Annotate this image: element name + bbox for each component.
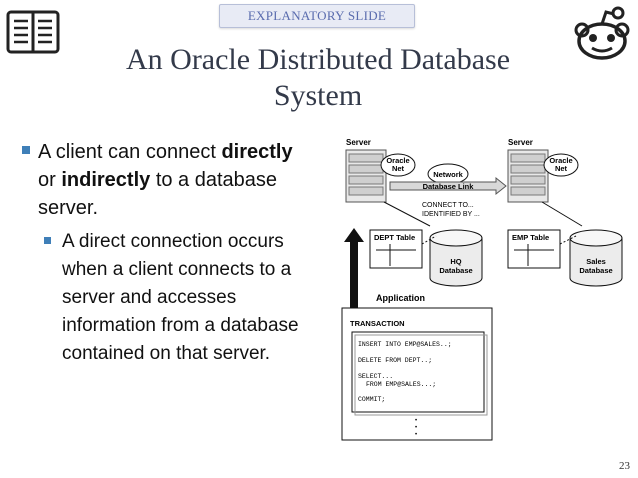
oracle-net-right-line2: Net <box>555 164 568 173</box>
sql-delete: DELETE FROM DEPT..; <box>358 357 432 364</box>
server-right-icon <box>507 149 549 203</box>
explanatory-slide-banner: EXPLANATORY SLIDE <box>219 4 415 28</box>
bullet-list: A client can connect directly or indirec… <box>18 138 313 368</box>
bullet-square-icon <box>44 237 51 244</box>
bullet1-text-b: or <box>38 169 62 191</box>
oracle-net-left-line2: Net <box>392 164 405 173</box>
hq-database-line2: Database <box>439 266 472 275</box>
bullet2-text: A direct connection occurs when a client… <box>62 231 299 364</box>
server-right-label: Server <box>508 138 533 147</box>
application-to-server-arrow <box>344 228 364 308</box>
bullet-level2: A direct connection occurs when a client… <box>18 228 313 368</box>
network-label: Network <box>433 170 463 179</box>
bullet-level1: A client can connect directly or indirec… <box>18 138 313 222</box>
title-line-1: An Oracle Distributed Database <box>125 43 511 76</box>
database-link-label: Database Link <box>423 182 475 191</box>
database-link-arrow <box>389 176 507 196</box>
sales-database-line1: Sales <box>586 257 606 266</box>
emp-table-label: EMP Table <box>512 233 549 242</box>
title-line-2: System <box>273 79 363 112</box>
bullet1-text-c: to a database server. <box>38 169 278 219</box>
oracle-net-right-line1: Oracle <box>549 156 572 165</box>
server-left-icon <box>345 149 387 203</box>
sales-database-line2: Database <box>579 266 612 275</box>
page-number: 23 <box>619 460 630 472</box>
connect-to-text: CONNECT TO... <box>422 202 474 209</box>
sql-commit: COMMIT; <box>358 396 385 403</box>
application-label: Application <box>376 293 425 303</box>
bullet1-bold-indirectly: indirectly <box>61 169 151 191</box>
transaction-label: TRANSACTION <box>350 319 405 328</box>
sales-database-icon <box>569 229 623 287</box>
sql-select-2: FROM EMP@SALES...; <box>366 381 436 388</box>
bullet-square-icon <box>22 146 30 154</box>
distributed-db-diagram: Server Oracle Net Server Oracle Net Netw… <box>341 138 623 441</box>
sql-select-1: SELECT... <box>358 373 393 380</box>
identified-by-text: IDENTIFIED BY ... <box>422 211 480 218</box>
sql-insert: INSERT INTO EMP@SALES..; <box>358 341 452 348</box>
slide-title: An Oracle Distributed Database System <box>90 42 546 114</box>
ellipsis-dot-1: • <box>415 418 417 424</box>
dept-table-label: DEPT Table <box>374 233 415 242</box>
book-icon <box>6 10 60 54</box>
hq-database-line1: HQ <box>450 257 461 266</box>
bullet1-text-a: A client can connect <box>38 141 222 163</box>
hq-database-icon <box>429 229 483 287</box>
ellipsis-dot-2: • <box>415 425 417 431</box>
server-left-label: Server <box>346 138 371 147</box>
bullet1-bold-directly: directly <box>221 141 293 163</box>
robot-face-icon <box>574 6 630 60</box>
oracle-net-left-line1: Oracle <box>386 156 409 165</box>
ellipsis-dot-3: • <box>415 432 417 438</box>
